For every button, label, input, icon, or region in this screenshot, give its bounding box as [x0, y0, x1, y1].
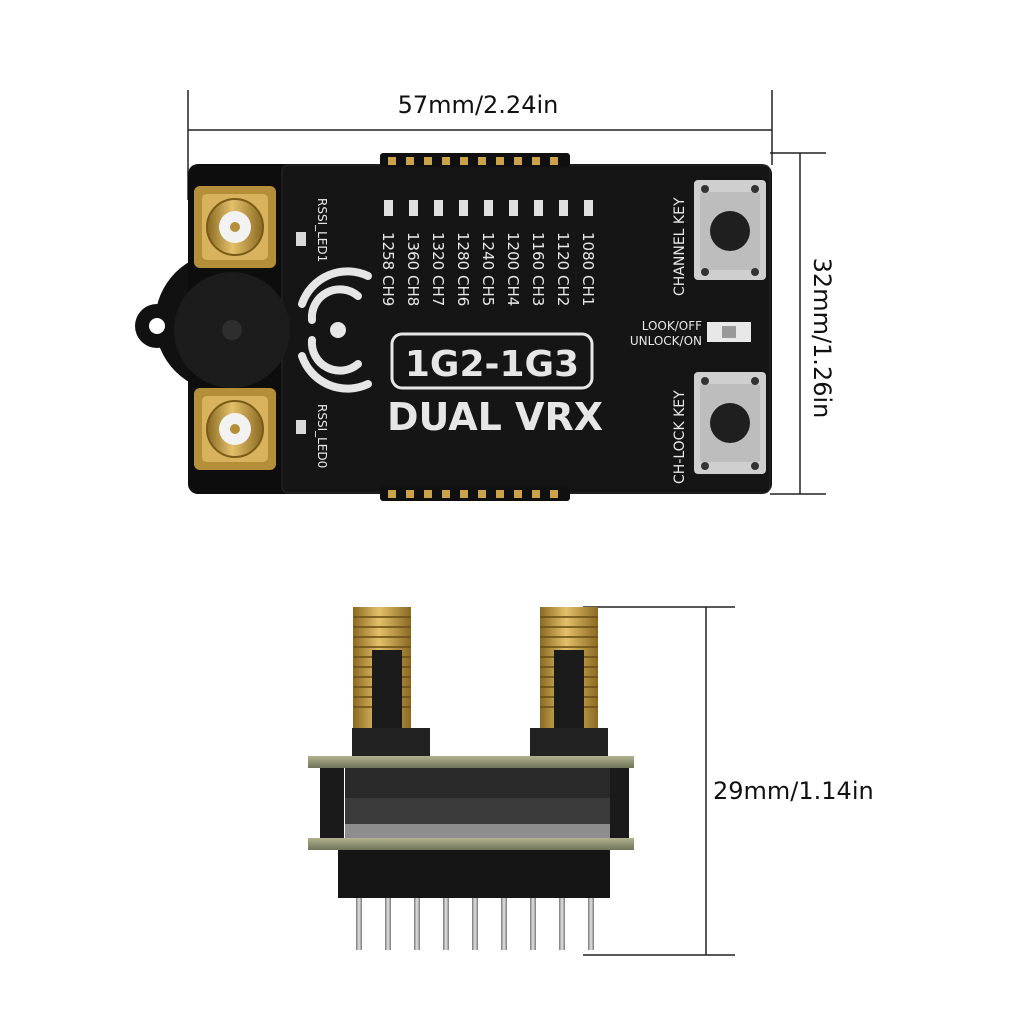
channel-9-label: 1258 CH9 [379, 232, 397, 306]
mounting-hole-icon [149, 318, 165, 334]
sma-connector-top [194, 186, 276, 268]
channel-5-label: 1240 CH5 [479, 232, 497, 306]
side-view-assembly [308, 607, 634, 950]
channel-key-button[interactable] [694, 180, 766, 280]
sma-connector-bottom [194, 388, 276, 470]
channel-leds [384, 200, 593, 216]
depth-label: 29mm/1.14in [713, 777, 874, 805]
top-header-pins [380, 153, 570, 167]
side-button-left [352, 728, 430, 756]
width-dimension: 57mm/2.24in [187, 90, 773, 200]
channel-8-label: 1360 CH8 [404, 232, 422, 306]
channel-4-label: 1200 CH4 [504, 232, 522, 306]
ch-lock-key-button[interactable] [694, 372, 766, 474]
rssi-led1-label: RSSI_LED1 [315, 198, 329, 262]
side-button-right [530, 728, 608, 756]
ch-lock-key-label: CH-LOCK KEY [672, 390, 688, 484]
top-pcb-edge [308, 756, 634, 768]
model-box [390, 332, 594, 390]
unlock-on-label: UNLOCK/ON [630, 334, 702, 348]
channel-6-label: 1280 CH6 [454, 232, 472, 306]
board-title: DUAL VRX [387, 395, 603, 439]
header-block [338, 850, 610, 898]
header-pins-side [356, 898, 594, 950]
channel-labels: 1080 CH1 1120 CH2 1160 CH3 1200 CH4 1240… [379, 232, 597, 306]
channel-2-label: 1120 CH2 [554, 232, 572, 306]
channel-1-label: 1080 CH1 [579, 232, 597, 306]
depth-dimension: 29mm/1.14in [583, 606, 874, 956]
channel-key-label: CHANNEL KEY [672, 197, 688, 296]
width-label: 57mm/2.24in [398, 91, 559, 119]
top-view-board: RSSI_LED1 RSSI_LED0 1080 CH1 1120 CH2 11… [135, 153, 772, 501]
bottom-pcb-edge [308, 838, 634, 850]
module-shield [345, 798, 610, 824]
channel-3-label: 1160 CH3 [529, 232, 547, 306]
bottom-header-pins [380, 487, 570, 501]
rssi-led0-icon [296, 420, 306, 434]
wireless-signal-icon [298, 267, 372, 393]
model-label: 1G2-1G3 [405, 344, 579, 385]
rssi-led0-label: RSSI_LED0 [315, 404, 329, 468]
height-dimension: 32mm/1.26in [770, 152, 836, 495]
channel-7-label: 1320 CH7 [429, 232, 447, 306]
height-label: 32mm/1.26in [808, 258, 836, 419]
rssi-led1-icon [296, 232, 306, 246]
lock-off-label: LOOK/OFF [642, 319, 702, 333]
